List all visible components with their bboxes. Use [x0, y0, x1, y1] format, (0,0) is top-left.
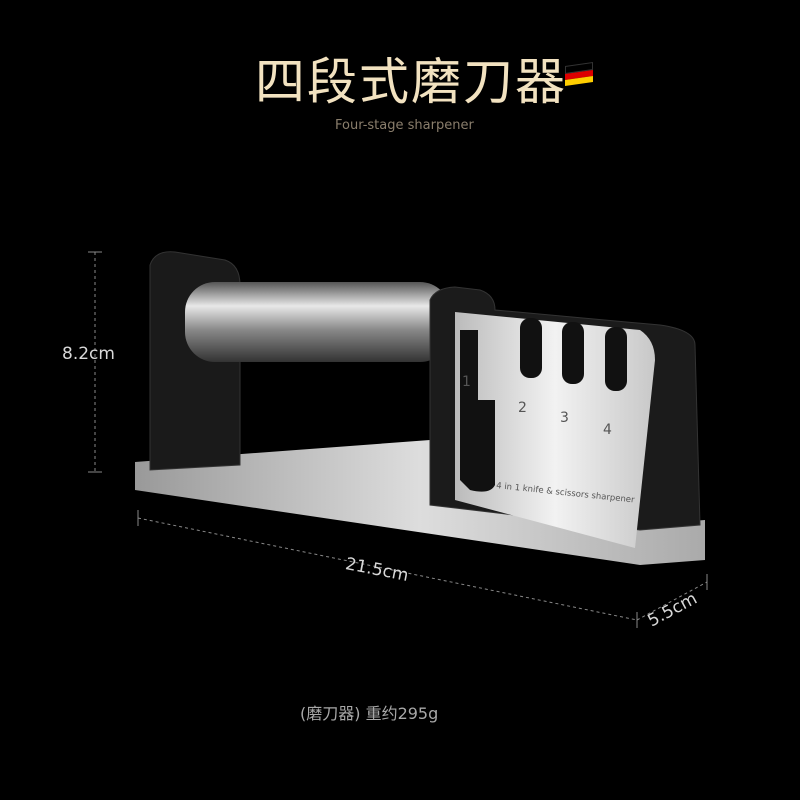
- steel-rod: [185, 282, 450, 362]
- steel-base: [135, 440, 705, 565]
- weight-text: (磨刀器) 重约295g: [300, 704, 439, 723]
- slot-number-2: 2: [518, 400, 527, 416]
- slot-number-1: 1: [462, 374, 471, 390]
- slot-3: [562, 322, 584, 384]
- slot-number-4: 4: [603, 422, 612, 438]
- slot-2: [520, 318, 542, 378]
- dimension-lines: [88, 251, 708, 628]
- subtitle: Four-stage sharpener: [335, 118, 474, 133]
- slot-1: [460, 330, 495, 492]
- slot-4: [605, 327, 627, 391]
- slot-number-3: 3: [560, 410, 569, 426]
- page-title: 四段式磨刀器: [255, 53, 567, 111]
- height-dimension: 8.2cm: [62, 344, 115, 364]
